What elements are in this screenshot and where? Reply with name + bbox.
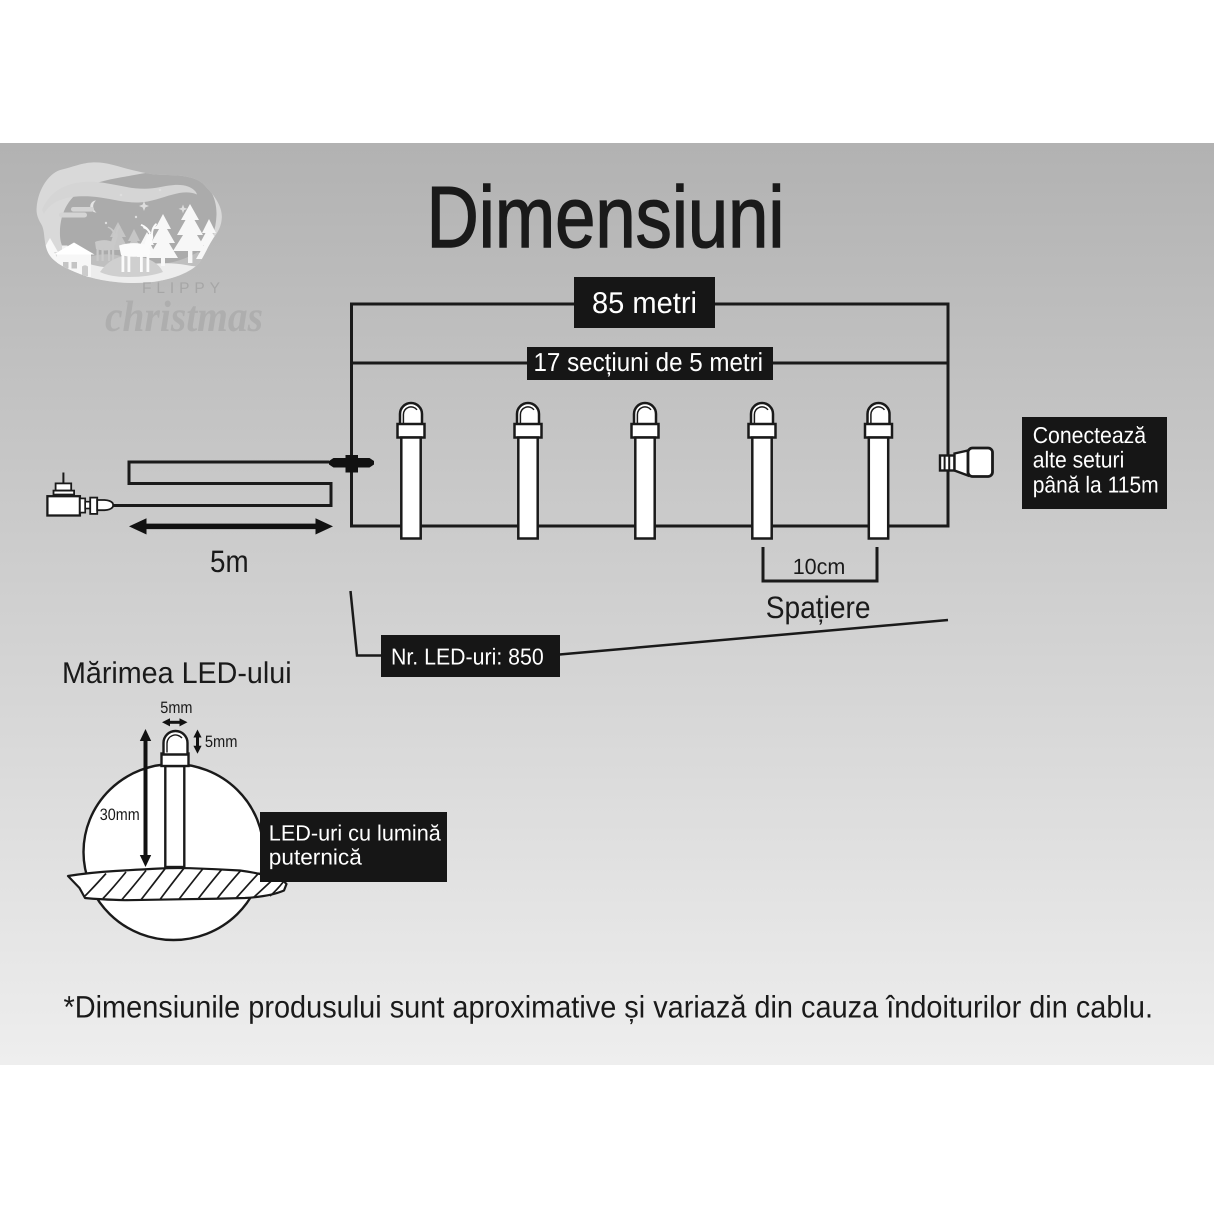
svg-text:Spațiere: Spațiere: [766, 590, 871, 625]
svg-text:christmas: christmas: [105, 292, 263, 341]
svg-text:Nr. LED-uri: 850: Nr. LED-uri: 850: [391, 644, 544, 670]
svg-text:FLIPPY: FLIPPY: [142, 280, 222, 297]
svg-text:10cm: 10cm: [793, 554, 846, 579]
svg-text:Dimensiuni: Dimensiuni: [427, 169, 785, 266]
svg-text:puternică: puternică: [269, 845, 363, 870]
svg-text:alte seturi: alte seturi: [1033, 447, 1125, 473]
svg-text:85 metri: 85 metri: [592, 287, 697, 320]
svg-text:5mm: 5mm: [160, 699, 192, 717]
svg-text:Conectează: Conectează: [1033, 422, 1147, 448]
svg-text:*Dimensiunile produsului sunt: *Dimensiunile produsului sunt aproximati…: [64, 990, 1154, 1025]
svg-text:LED-uri cu lumină: LED-uri cu lumină: [269, 821, 442, 846]
svg-text:30mm: 30mm: [100, 806, 140, 824]
svg-text:17 secțiuni de 5 metri: 17 secțiuni de 5 metri: [534, 347, 764, 377]
svg-text:5m: 5m: [210, 544, 249, 579]
svg-text:Mărimea LED-ului: Mărimea LED-ului: [62, 657, 292, 690]
svg-text:până la 115m: până la 115m: [1033, 471, 1159, 497]
svg-text:5mm: 5mm: [205, 733, 238, 751]
